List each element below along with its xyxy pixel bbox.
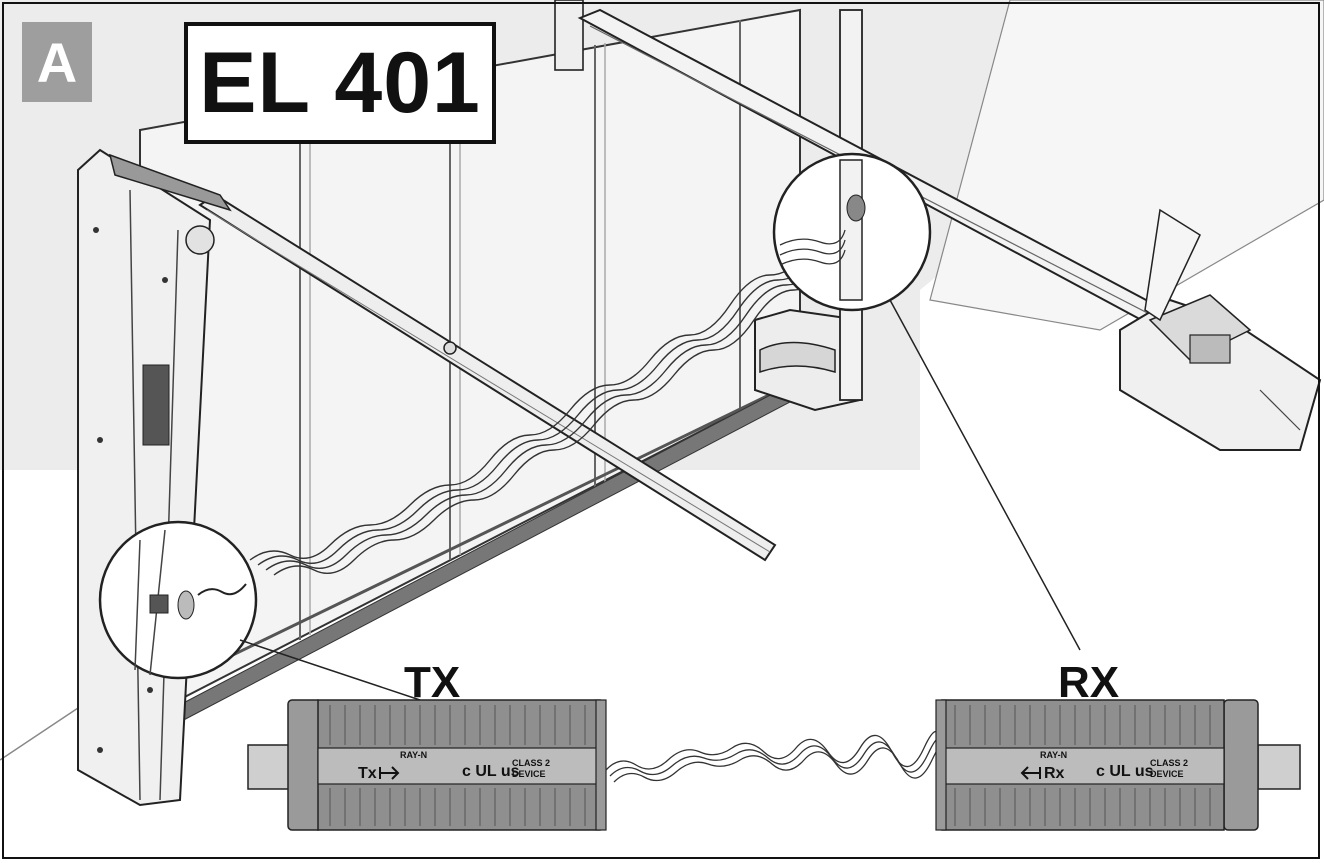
infrared-beam: [249, 228, 856, 576]
rx-brand: RAY-N: [1040, 750, 1067, 760]
tx-photocell: c UL us RAY-N Tx CLASS 2 DEVICE: [247, 699, 607, 831]
tx-brand: RAY-N: [400, 750, 427, 760]
rx-cert-line-1: CLASS 2: [1150, 758, 1188, 768]
rx-arrow-icon: [1020, 766, 1041, 780]
rx-label: RX: [1058, 658, 1120, 707]
rx-magnifier: [772, 152, 932, 312]
tx-cert-mark: c UL us: [462, 763, 520, 780]
rx-code: Rx: [1044, 765, 1065, 782]
rx-cert-line-2: DEVICE: [1150, 769, 1184, 779]
rx-cert-mark: c UL us: [1096, 763, 1154, 780]
tx-cert-line-1: CLASS 2: [512, 758, 550, 768]
floor-line: [0, 699, 91, 761]
tx-label: TX: [404, 658, 461, 707]
tx-arrow-icon: [379, 766, 400, 780]
tx-leader-line: [239, 639, 421, 701]
model-label: EL 401: [184, 22, 496, 144]
rx-leader-line: [889, 299, 1081, 651]
rx-photocell: RAY-N Rx c UL us CLASS 2 DEVICE: [935, 699, 1301, 831]
tx-cert-line-2: DEVICE: [512, 769, 546, 779]
tx-code: Tx: [358, 765, 377, 782]
tx-magnifier: [98, 520, 258, 680]
device-beam: [605, 730, 945, 783]
spring-tube: [108, 153, 232, 255]
motor-head: [1119, 208, 1322, 451]
panel-label: A: [22, 22, 92, 102]
